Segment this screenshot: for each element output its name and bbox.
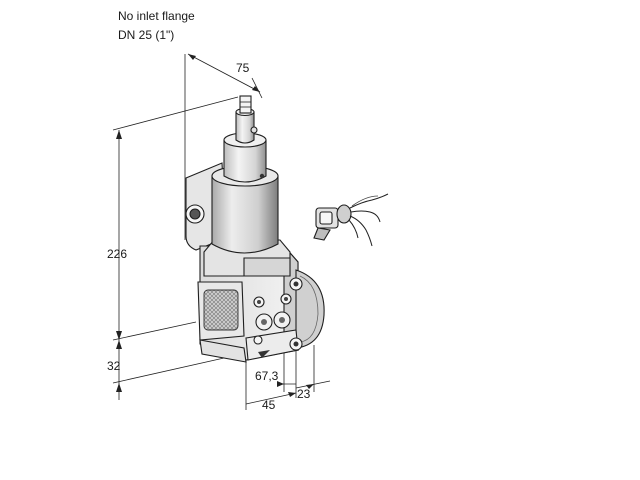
caption-dn25: DN 25 (1") [118, 28, 174, 42]
pressure-port-left-center [261, 319, 267, 325]
dimension-226-label: 226 [107, 247, 127, 261]
pressure-port-right-center [279, 317, 285, 323]
arrowhead-75-right [252, 86, 260, 92]
cable-wire-1 [349, 193, 389, 209]
actuator-shoulder-front [243, 257, 291, 277]
cable-wire-3 [349, 215, 373, 247]
arrowhead-23 [306, 384, 314, 389]
extension-line-32-bottom [112, 357, 225, 384]
gas-valve [185, 95, 325, 363]
mounting-hole [189, 208, 201, 220]
dimension-45-label: 45 [262, 398, 276, 412]
extension-line-226-bottom [112, 321, 197, 341]
cable-wire-4 [348, 219, 359, 239]
dimension-lines: 75 226 32 67,3 45 23 [107, 53, 331, 412]
test-nipple-center [293, 341, 299, 347]
extension-line-75-right [251, 77, 263, 99]
solenoid-coil [211, 175, 279, 254]
screw-bottom-left [253, 335, 263, 345]
inlet-strainer-mesh [203, 289, 239, 331]
cable-wire-5 [351, 195, 379, 207]
dimension-32-label: 32 [107, 359, 121, 373]
arrowhead-32-bottom [116, 383, 122, 392]
screw-port-left-top-center [257, 300, 261, 304]
caption-no-inlet-flange: No inlet flange [118, 9, 195, 23]
stem-screw [250, 126, 258, 134]
arrowhead-75-left [188, 54, 196, 60]
connector-strain-relief [336, 204, 352, 224]
cable-wire-2 [350, 210, 381, 223]
arrowhead-32-top [116, 340, 122, 349]
dimension-67-3-label: 67,3 [255, 369, 279, 383]
dimension-line-75 [187, 53, 261, 93]
dimension-75-label: 75 [236, 61, 250, 75]
actuator-cylinder [223, 139, 267, 183]
base-block-left [199, 339, 247, 363]
flow-direction-arrow [258, 350, 270, 358]
arrowhead-226-bottom [116, 331, 122, 340]
dimension-line-45 [245, 392, 297, 405]
adjustment-knob [239, 95, 252, 114]
test-nipple-top-center [293, 281, 299, 287]
connector-cable-gland [313, 227, 331, 241]
adjustment-stem [235, 111, 255, 144]
extension-line-226-top [112, 96, 239, 131]
dimension-23-label: 23 [297, 387, 311, 401]
coil-mark [259, 173, 265, 179]
connector-plug-face [319, 211, 333, 225]
electrical-connector [313, 193, 389, 247]
arrowhead-45-right [288, 392, 296, 397]
outlet-flange [295, 269, 325, 349]
arrowhead-226-top [116, 130, 122, 139]
arrowhead-67-3 [277, 381, 284, 387]
screw-port-right-top-center [284, 297, 288, 301]
outlet-flange-rim [299, 275, 319, 343]
